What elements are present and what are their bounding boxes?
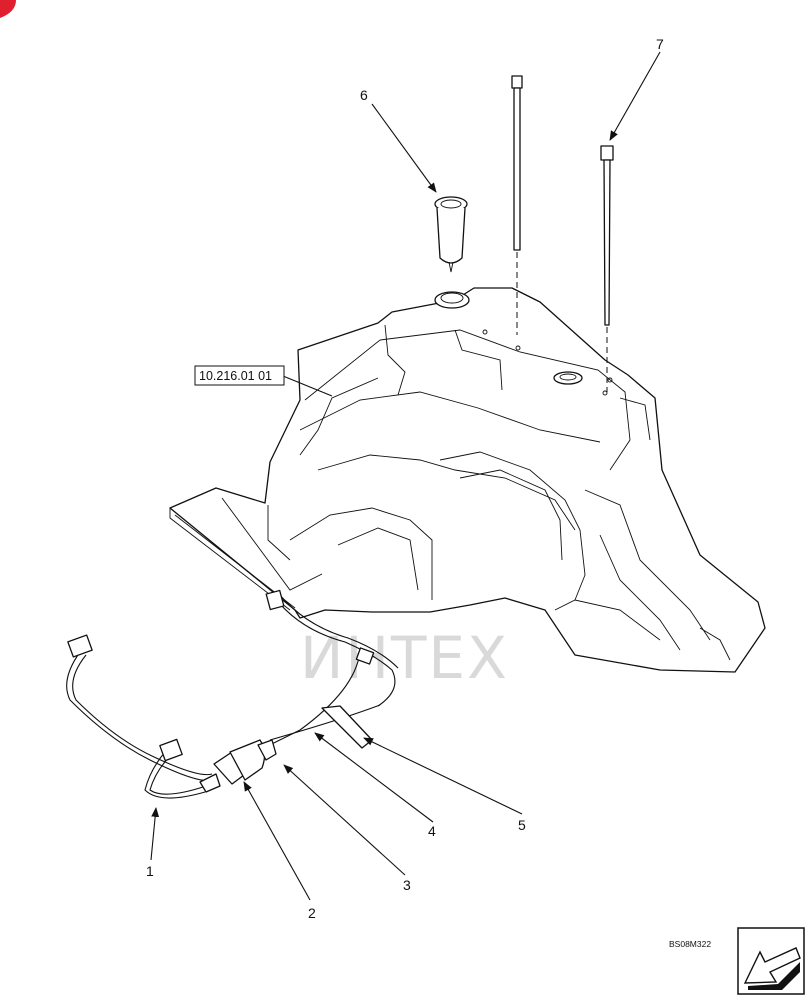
gauge-rod xyxy=(511,75,523,335)
reference-label: 10.216.01 01 xyxy=(199,369,272,383)
reference-label-box: 10.216.01 01 xyxy=(194,365,285,386)
sender-rod xyxy=(600,145,614,392)
fuel-pump-harness xyxy=(66,589,399,799)
callout-1: 1 xyxy=(146,863,154,879)
callout-3: 3 xyxy=(403,877,411,893)
callout-2: 2 xyxy=(308,905,316,921)
callout-6: 6 xyxy=(360,87,368,103)
watermark-text: ИНТЕХ xyxy=(300,624,509,692)
callout-leaders xyxy=(150,51,661,901)
callout-7: 7 xyxy=(656,36,664,52)
corner-mark-icon xyxy=(0,0,16,18)
next-page-arrow-icon[interactable] xyxy=(737,927,805,995)
fuel-tank xyxy=(169,287,766,673)
callout-4: 4 xyxy=(428,823,436,839)
filler-strainer xyxy=(434,196,468,273)
callout-5: 5 xyxy=(518,817,526,833)
drawing-code: BS08M322 xyxy=(669,939,711,949)
